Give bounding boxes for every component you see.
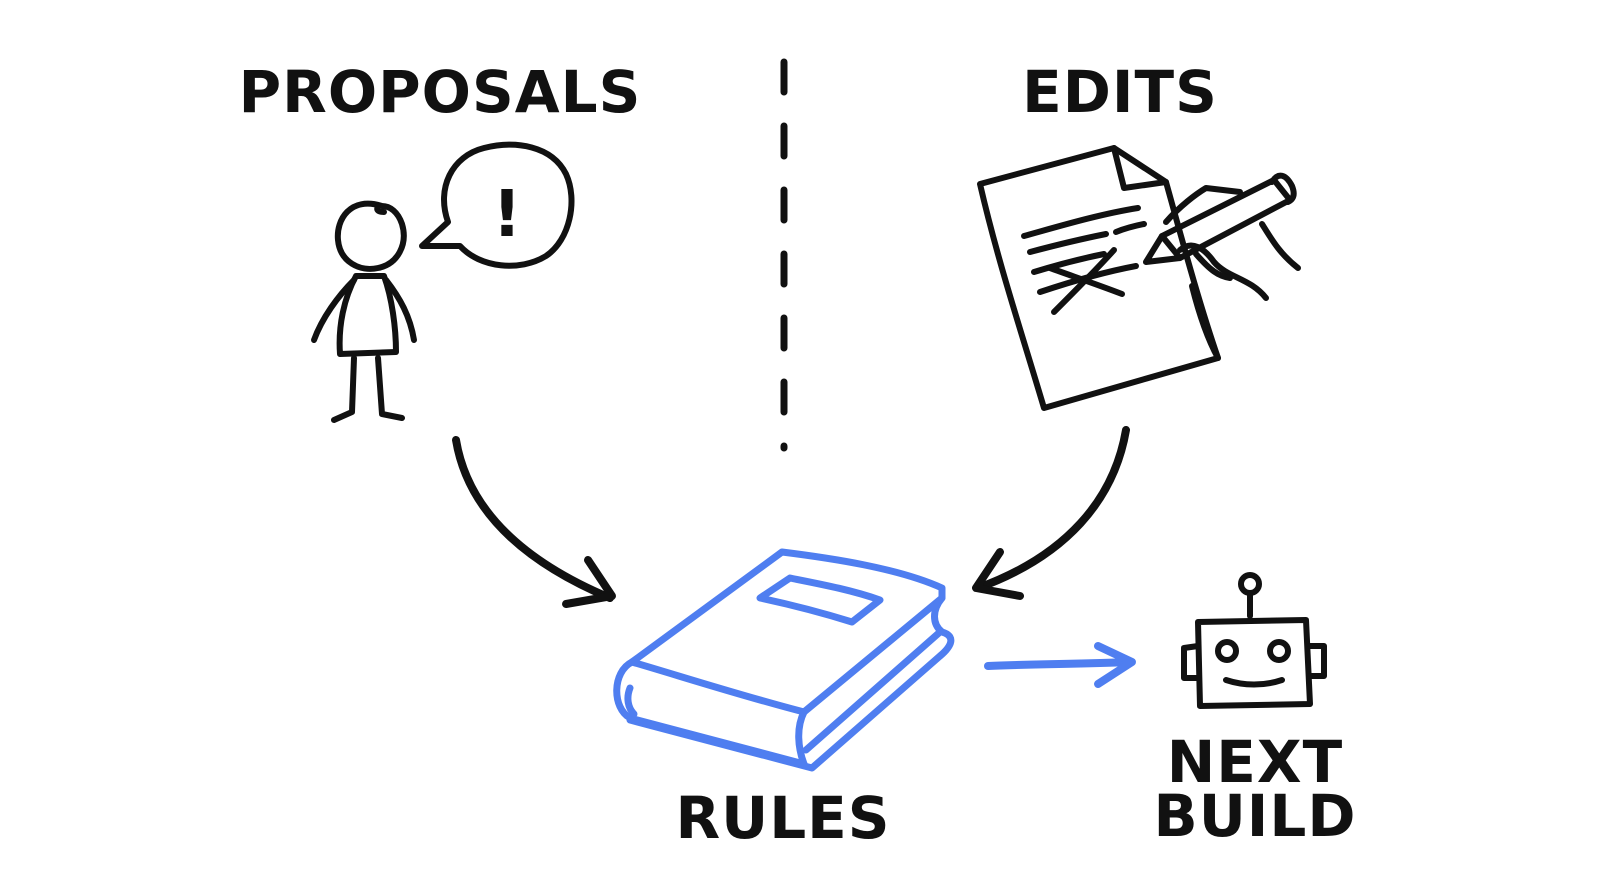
document-with-pen-icon xyxy=(977,145,1301,411)
proposals-to-rules-arrow xyxy=(452,436,616,608)
speech-bubble-icon: ! xyxy=(419,141,575,269)
rules-label: RULES xyxy=(675,784,890,852)
rules-to-next-build-arrow xyxy=(984,642,1136,688)
book-icon xyxy=(613,548,955,772)
proposals-label: PROPOSALS xyxy=(239,58,642,126)
stick-figure-icon xyxy=(311,200,417,423)
edits-to-rules-arrow xyxy=(972,426,1130,600)
robot-icon xyxy=(1181,572,1327,709)
next-build-label-line2: BUILD xyxy=(1154,782,1357,850)
edits-label: EDITS xyxy=(1022,58,1218,126)
next-build-label-line1: NEXT xyxy=(1167,728,1343,796)
exclamation-mark: ! xyxy=(492,178,521,252)
